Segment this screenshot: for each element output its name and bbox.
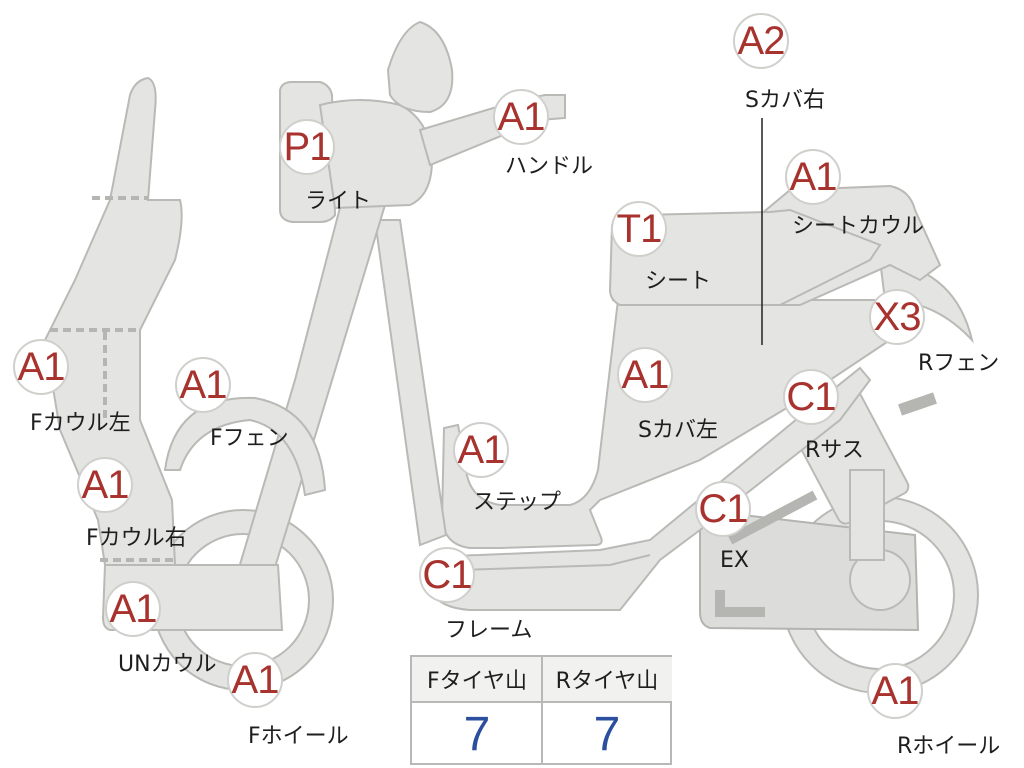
label-handle: ハンドル (505, 154, 594, 179)
badge-a1-seat-cowl: A1 (789, 154, 838, 199)
badge-a1-front-cowl-left: A1 (17, 344, 66, 389)
badge-circle (493, 89, 549, 145)
label-frame: フレーム (445, 618, 533, 643)
badge-a1-step: A1 (457, 427, 506, 472)
handle-cover-shape (318, 99, 434, 210)
rear-tire-tread-value: 7 (593, 707, 621, 761)
label-rear-suspension: Rサス (805, 438, 864, 463)
badge-c1-exhaust: C1 (698, 486, 748, 531)
label-light: ライト (305, 189, 372, 214)
badge-circle (783, 369, 839, 425)
label-rear-wheel: Rホイール (897, 734, 1001, 759)
badge-a1-front-fender: A1 (179, 362, 228, 407)
label-front-wheel: Fホイール (248, 724, 349, 749)
badge-circle (611, 201, 667, 257)
frame-downtube-shape (373, 219, 448, 547)
badge-circle (733, 13, 789, 69)
label-step: ステップ (473, 490, 562, 515)
label-front-cowl-left: Fカウル左 (30, 411, 131, 436)
tire-tread-table: Fタイヤ山 Rタイヤ山 7 7 (410, 655, 672, 765)
badge-circle (105, 581, 161, 637)
badge-circle (419, 547, 475, 603)
badge-a2-side-cover-right: A2 (737, 18, 786, 63)
badge-circle (279, 119, 335, 175)
badge-a1-front-cowl-right: A1 (81, 462, 130, 507)
badge-a1-handle: A1 (497, 94, 546, 139)
label-side-cover-right: Sカバ右 (745, 88, 825, 113)
badge-c1-rear-suspension: C1 (786, 374, 836, 419)
badge-a1-rear-wheel: A1 (871, 668, 920, 713)
front-tire-tread-header: Fタイヤ山 (412, 657, 542, 703)
badge-circle (453, 422, 509, 478)
badge-circle (617, 347, 673, 403)
badge-circle (13, 339, 69, 395)
label-seat-cowl: シートカウル (792, 214, 925, 239)
frame-rail-shape (459, 554, 651, 571)
badge-circle (785, 149, 841, 205)
badge-circle (695, 481, 751, 537)
rear-tire-tread-header: Rタイヤ山 (542, 657, 672, 703)
badge-a1-under-cowl: A1 (109, 586, 158, 631)
badge-circles (13, 13, 925, 719)
badge-t1-seat: T1 (616, 206, 663, 251)
label-front-fender: Fフェン (210, 426, 289, 451)
front-tire-tread-value: 7 (463, 707, 491, 761)
badge-circle (867, 663, 923, 719)
windscreen-shape (386, 20, 454, 114)
label-seat: シート (645, 269, 712, 294)
table-divider (541, 657, 543, 763)
badge-x3-rear-fender: X3 (873, 294, 922, 339)
label-under-cowl: UNカウル (118, 652, 217, 677)
label-front-cowl-right: Fカウル右 (86, 526, 187, 551)
badge-circle (77, 457, 133, 513)
badge-p1-light: P1 (283, 124, 332, 169)
label-side-cover-left: Sカバ左 (638, 418, 718, 443)
badge-circle (869, 289, 925, 345)
badge-c1-frame: C1 (422, 552, 472, 597)
label-exhaust: EX (720, 548, 749, 573)
label-rear-fender: Rフェン (918, 351, 1000, 376)
badge-a1-front-wheel: A1 (231, 657, 280, 702)
badge-circle (175, 357, 231, 413)
badge-a1-side-cover-left: A1 (621, 352, 670, 397)
badge-circle (227, 652, 283, 708)
